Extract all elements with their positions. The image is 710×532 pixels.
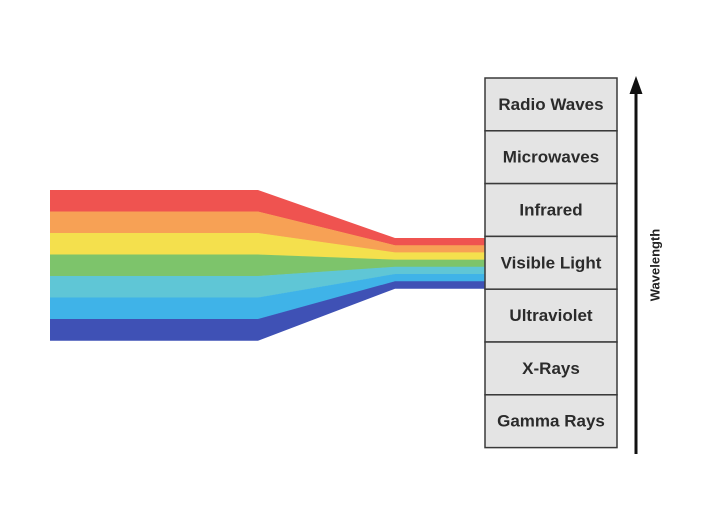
band-label: Visible Light (501, 253, 602, 272)
band-label: Ultraviolet (509, 306, 592, 325)
wavelength-axis-label: Wavelength (648, 229, 663, 302)
rainbow-stripe (50, 266, 485, 298)
band-gamma-rays: Gamma Rays (484, 394, 618, 449)
rainbow-stripe (50, 281, 485, 341)
band-box (484, 341, 618, 396)
band-box (484, 130, 618, 185)
rainbow-beam (50, 190, 485, 341)
band-box (484, 182, 618, 238)
band-label: Radio Waves (498, 95, 603, 114)
band-box (484, 394, 618, 449)
rainbow-stripe (50, 274, 485, 320)
band-radio-waves: Radio Waves (484, 77, 618, 132)
spectrum-table: Radio Waves Microwaves Infrared Visible … (484, 77, 618, 449)
band-ultraviolet: Ultraviolet (484, 288, 618, 343)
wavelength-axis: Wavelength (629, 76, 663, 454)
band-infrared: Infrared (484, 182, 618, 238)
band-box (484, 77, 618, 132)
band-x-rays: X-Rays (484, 341, 618, 396)
band-label: Microwaves (503, 148, 599, 167)
arrow-up-icon (629, 76, 643, 94)
rainbow-stripe (50, 190, 485, 246)
rainbow-stripe (50, 254, 485, 277)
rainbow-stripe (50, 211, 485, 253)
band-label: X-Rays (522, 359, 580, 378)
band-box (484, 288, 618, 343)
band-microwaves: Microwaves (484, 130, 618, 185)
band-visible-light: Visible Light (484, 235, 618, 290)
band-label: Gamma Rays (497, 412, 605, 431)
rainbow-stripe (50, 233, 485, 260)
band-box (484, 235, 618, 290)
band-label: Infrared (519, 201, 582, 220)
